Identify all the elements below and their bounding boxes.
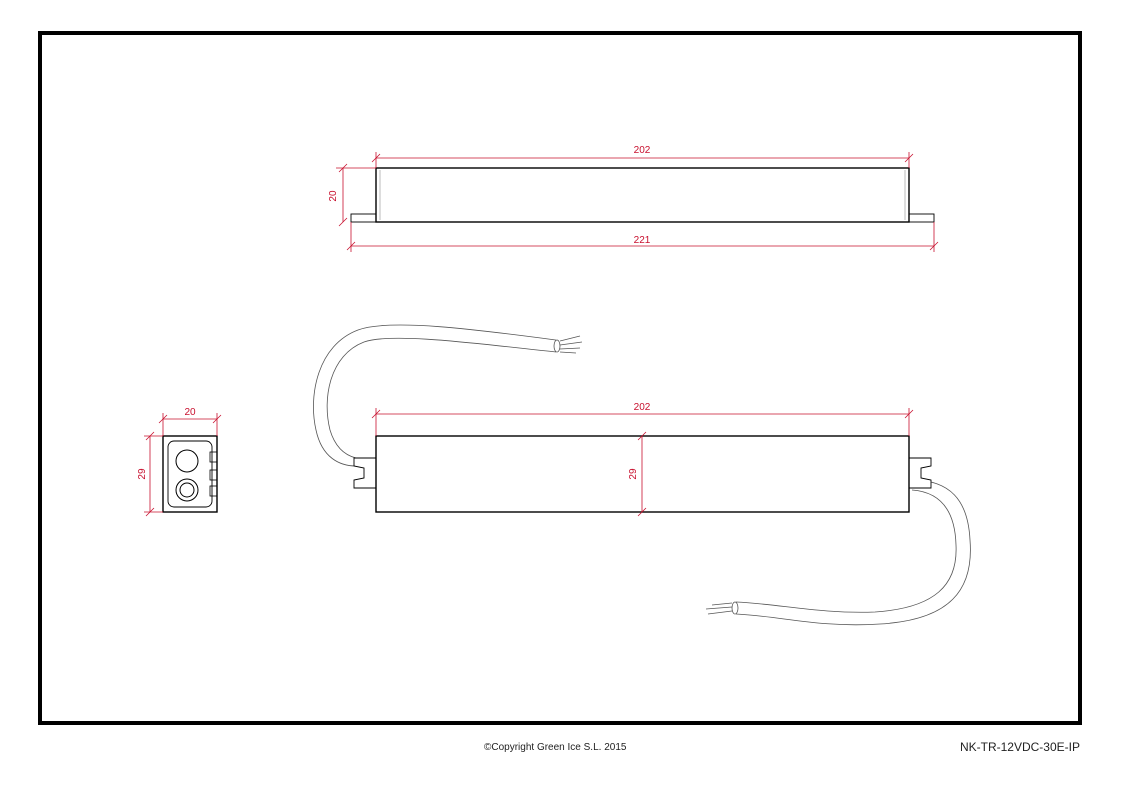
top-right-flange	[907, 213, 935, 223]
dim-label-end-height: 29	[137, 468, 148, 480]
side-left-tab	[353, 457, 377, 489]
model-number: NK-TR-12VDC-30E-IP	[959, 740, 1080, 754]
dim-side-length: 202	[371, 402, 914, 436]
end-lower-port-inner	[179, 482, 195, 498]
dim-label-top-height: 20	[328, 190, 339, 202]
drawing-frame	[38, 31, 1082, 725]
dim-top-length: 202	[371, 145, 914, 168]
dim-label-end-width: 20	[184, 407, 196, 418]
side-right-tab	[908, 457, 932, 489]
dim-label-side-height: 29	[628, 468, 639, 480]
top-body	[375, 167, 910, 223]
top-view: 202 20 221	[328, 145, 939, 252]
side-body	[375, 435, 910, 513]
dim-side-height: 29	[628, 431, 647, 517]
dim-label-top-length: 202	[634, 145, 651, 156]
end-upper-port	[175, 449, 199, 473]
side-view: 202 29	[313, 324, 971, 626]
dim-end-height: 29	[137, 431, 163, 517]
end-view: 20 29	[137, 407, 222, 517]
top-left-flange	[350, 213, 378, 223]
dim-end-width: 20	[158, 407, 222, 436]
left-cable	[313, 324, 583, 467]
copyright-notice: ©Copyright Green Ice S.L. 2015	[484, 742, 627, 753]
dim-label-top-total-length: 221	[634, 235, 651, 246]
dim-top-total-length: 221	[346, 222, 939, 252]
dim-label-side-length: 202	[634, 402, 651, 413]
right-cable	[705, 479, 971, 626]
dim-top-height: 20	[328, 163, 376, 227]
